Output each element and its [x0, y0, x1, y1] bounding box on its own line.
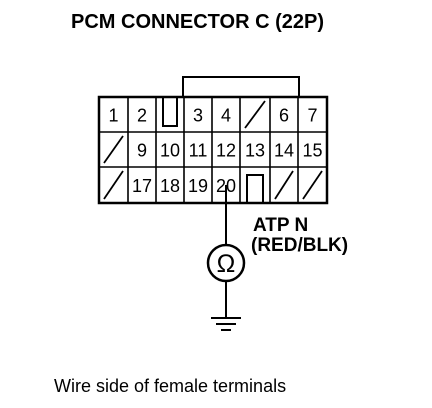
terminal-17: 17: [132, 176, 152, 196]
keying-notch: [162, 97, 178, 127]
unused-cavity-mark: [274, 170, 294, 200]
terminal-18: 18: [160, 176, 180, 196]
terminal-7: 7: [307, 106, 317, 126]
terminal-name: ATP N: [253, 215, 308, 236]
terminal-4: 4: [221, 106, 231, 126]
unused-cavity-mark: [244, 100, 266, 129]
terminal-19: 19: [188, 176, 208, 196]
terminal-12: 12: [216, 141, 236, 161]
terminal-6: 6: [279, 106, 289, 126]
footer-caption: Wire side of female terminals: [54, 376, 286, 396]
unused-cavity-mark: [103, 170, 124, 200]
terminal-9: 9: [137, 141, 147, 161]
cavity-grid: [99, 97, 327, 203]
ohm-icon: Ω: [217, 250, 236, 278]
terminal-13: 13: [245, 141, 265, 161]
terminal-1: 1: [108, 106, 118, 126]
wire-color: (RED/BLK): [251, 235, 348, 256]
terminal-3: 3: [193, 106, 203, 126]
unused-cavity-mark: [103, 135, 124, 164]
unused-cavity-mark: [302, 170, 323, 200]
diagram-title: PCM CONNECTOR C (22P): [71, 11, 324, 33]
keying-notch: [246, 174, 264, 203]
terminal-15: 15: [302, 141, 322, 161]
connector-body: [97, 95, 329, 205]
terminal-2: 2: [137, 106, 147, 126]
terminal-14: 14: [274, 141, 294, 161]
ground-icon: [211, 317, 241, 331]
connector-lock-tab: [182, 76, 300, 97]
terminal-10: 10: [160, 141, 180, 161]
terminal-11: 11: [189, 141, 208, 161]
